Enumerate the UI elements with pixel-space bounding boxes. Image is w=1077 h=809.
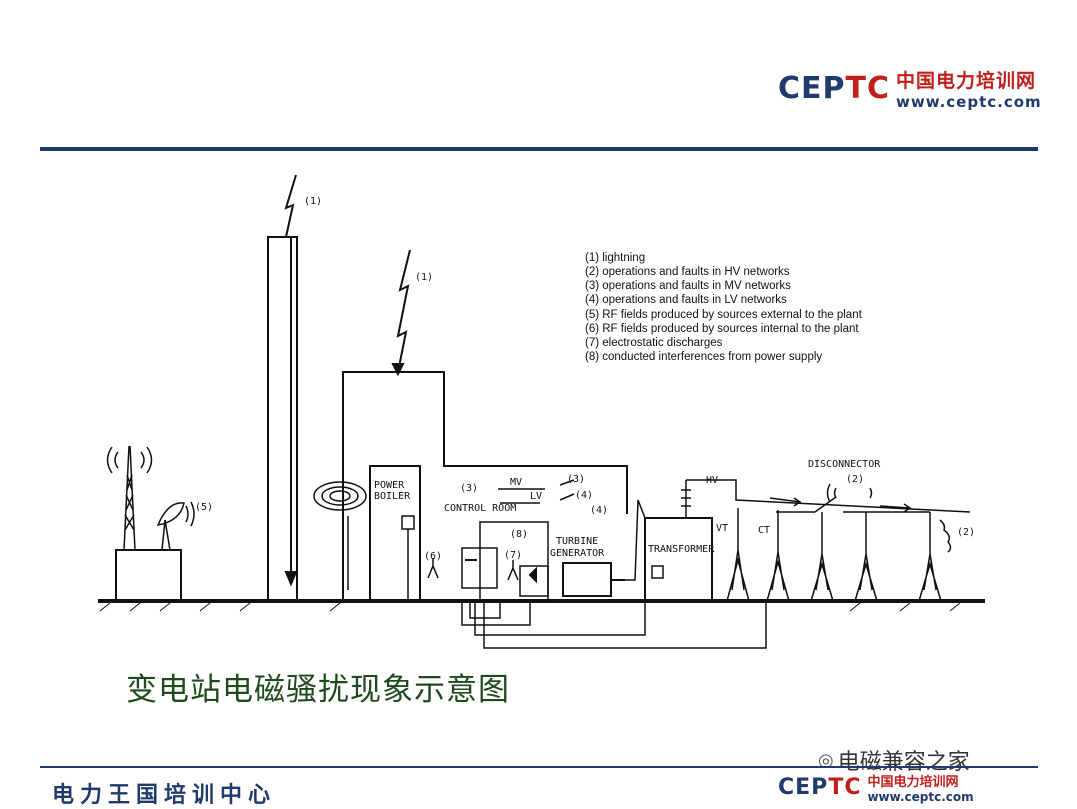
wechat-icon: ◎ [818, 749, 834, 771]
control-room-label: CONTROL ROOM [444, 503, 516, 514]
header-divider [40, 147, 1038, 151]
plant-building [342, 371, 628, 601]
ceptc-logo-bottom: CEPTC 中国电力培训网 www.ceptc.com [778, 771, 974, 804]
turbine-label: TURBINE [556, 536, 598, 547]
disconnector-label: DISCONNECTOR [808, 459, 881, 470]
ceptc-logo-mark: CEPTC [778, 71, 890, 106]
label-2a: (2) [846, 474, 864, 485]
logo-url: www.ceptc.com [895, 93, 1042, 111]
diagram-caption: 变电站电磁骚扰现象示意图 [126, 672, 510, 708]
footer-divider [40, 766, 1038, 768]
generator-label: GENERATOR [550, 548, 605, 559]
transformer [644, 517, 713, 602]
mv-label: MV [510, 477, 522, 488]
label-7: (7) [504, 550, 522, 561]
turbine-generator [562, 562, 612, 597]
buried-cables [461, 601, 767, 649]
diagram-labels: (1) (1) (5) POWER BOILER CONTROL ROOM MV… [195, 196, 975, 562]
legend-item-3: (3) operations and faults in MV networks [585, 280, 791, 292]
logo-chinese-name: 中国电力培训网 [867, 775, 959, 790]
hv-towers [726, 483, 952, 602]
bushing-icon [681, 480, 691, 518]
legend-item-2: (2) operations and faults in HV networks [585, 266, 790, 278]
vt-label: VT [716, 523, 728, 534]
power-label: POWER [374, 480, 405, 491]
ground-hatch [99, 602, 961, 612]
ct-label: CT [758, 525, 770, 536]
power-boiler [369, 465, 421, 602]
legend-item-8: (8) conducted interferences from power s… [585, 351, 822, 363]
antenna-tower-icon [106, 445, 153, 551]
dish-antenna-icon [156, 501, 195, 551]
legend-item-7: (7) electrostatic discharges [585, 337, 723, 349]
logo-url: www.ceptc.com [867, 790, 974, 804]
person-icon [427, 558, 439, 579]
boiler-label: BOILER [374, 491, 411, 502]
label-3a: (3) [460, 483, 478, 494]
label-2b: (2) [957, 527, 975, 538]
lv-label: LV [530, 491, 542, 502]
legend-item-4: (4) operations and faults in LV networks [585, 294, 787, 306]
legend-item-1: (1) lightning [585, 252, 645, 264]
label-4b: (4) [590, 505, 608, 516]
legend-item-6: (6) RF fields produced by sources intern… [585, 323, 859, 335]
legend-item-5: (5) RF fields produced by sources extern… [585, 309, 863, 321]
label-8: (8) [510, 529, 528, 540]
lightning-label-1: (1) [304, 196, 322, 207]
external-building [115, 549, 182, 601]
wechat-watermark: ◎ 电磁兼容之家 [818, 744, 970, 776]
transformer-label: TRANSFORMER [648, 544, 715, 555]
label-4a: (4) [575, 490, 593, 501]
footer-title: 电力王国培训中心 [52, 783, 277, 808]
person-icon-2 [507, 560, 519, 581]
lightning-icon [284, 174, 297, 238]
rf-label-5: (5) [195, 502, 213, 513]
label-3b: (3) [567, 474, 585, 485]
label-6: (6) [424, 551, 442, 562]
ceptc-logo-top: CEPTC 中国电力培训网 www.ceptc.com [778, 66, 1042, 111]
lightning-icon-2 [396, 249, 411, 373]
legend: (1) lightning (2) operations and faults … [585, 252, 863, 363]
logo-chinese-name: 中国电力培训网 [895, 70, 1036, 92]
control-room-cabinet [479, 521, 549, 602]
rf-field-icon [313, 481, 367, 511]
watermark-text: 电磁兼容之家 [837, 750, 970, 775]
hv-label: HV [706, 475, 718, 486]
lightning-label-2: (1) [415, 272, 433, 283]
ceptc-logo-mark: CEPTC [778, 775, 862, 800]
chimney [267, 236, 298, 602]
